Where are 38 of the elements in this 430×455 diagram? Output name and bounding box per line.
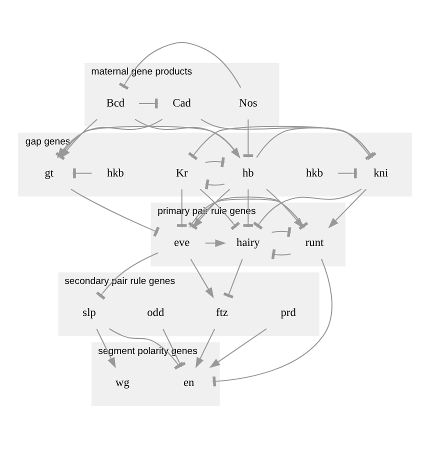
connector: [212, 258, 332, 386]
node-text: wg: [116, 376, 130, 389]
connector: [139, 98, 158, 108]
connector: [109, 328, 184, 370]
connector: [243, 119, 254, 158]
connector: [72, 168, 92, 178]
connector: [272, 227, 292, 238]
node-text: hb: [242, 167, 254, 180]
connector: [205, 157, 225, 168]
node-text: slp: [82, 306, 96, 319]
node-text: odd: [147, 306, 164, 319]
arrow: [328, 188, 367, 228]
arrow: [205, 239, 226, 247]
node-text: runt: [305, 237, 324, 250]
connector: [223, 258, 243, 298]
node-text: prd: [280, 306, 296, 319]
node-text: eve: [174, 237, 190, 250]
node-text: hkb: [306, 167, 324, 180]
node-text: en: [183, 376, 194, 389]
connector: [200, 188, 240, 230]
node-text: Bcd: [106, 97, 125, 110]
node-text: gt: [44, 167, 54, 180]
arrow: [195, 328, 216, 368]
connector: [96, 252, 158, 300]
node-text: kni: [374, 167, 388, 180]
connector: [118, 42, 242, 90]
connector: [205, 179, 225, 190]
node-text: ftz: [216, 306, 228, 319]
arrow: [209, 328, 267, 368]
node-text: Cad: [172, 97, 191, 110]
arrow: [96, 328, 116, 368]
node-text: Nos: [239, 97, 258, 110]
node-text: hairy: [236, 237, 260, 250]
arrow: [190, 258, 214, 298]
connector: [271, 249, 291, 260]
node-text: Kr: [176, 167, 188, 180]
node-text: hkb: [106, 167, 124, 180]
connector: [70, 188, 160, 237]
